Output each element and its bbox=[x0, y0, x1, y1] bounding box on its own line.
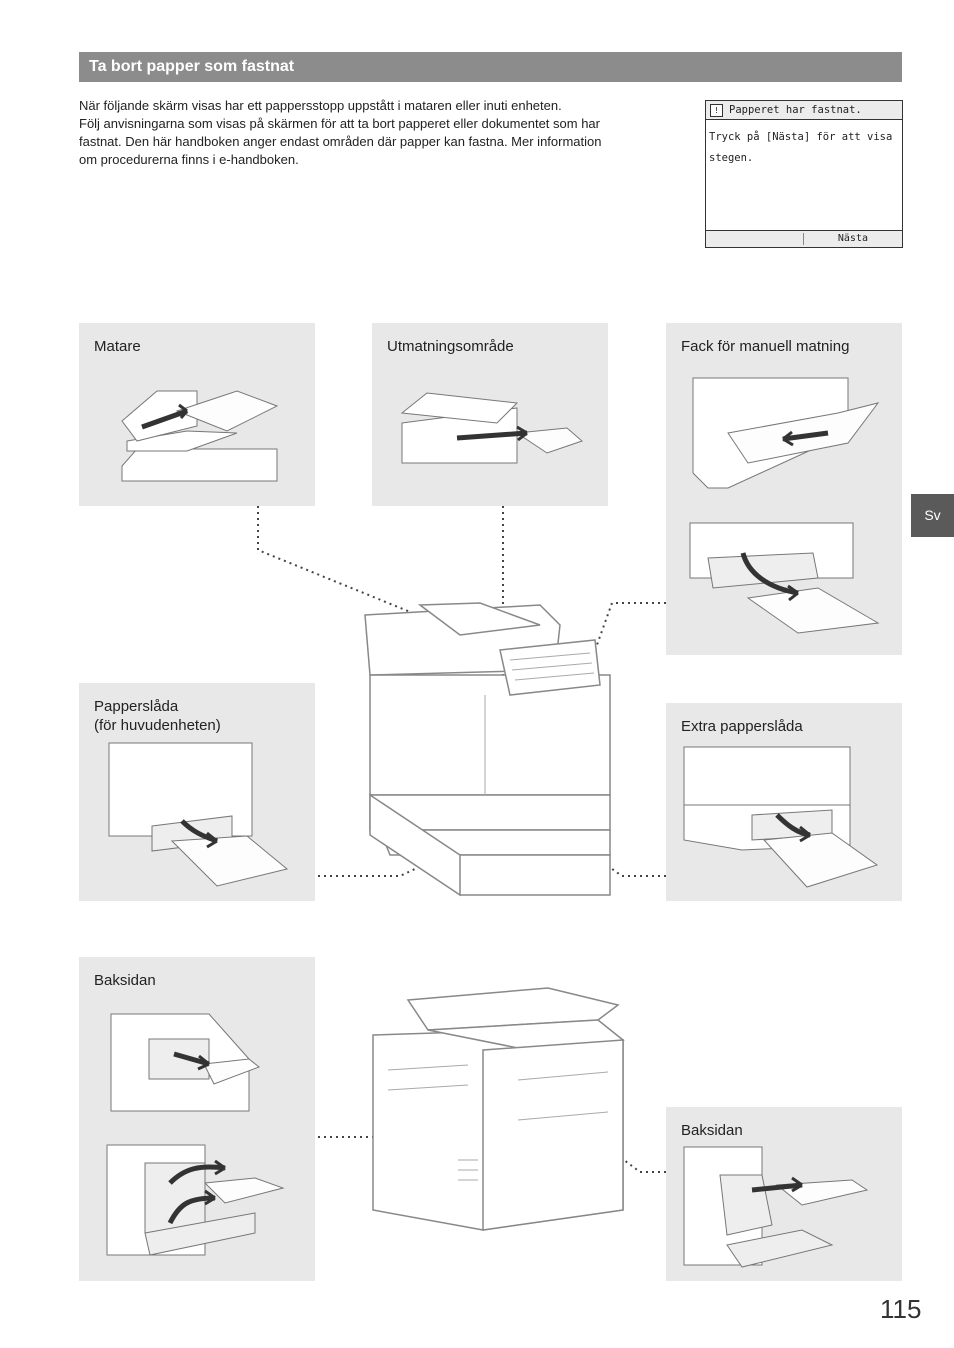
output-illustration bbox=[400, 392, 583, 464]
page-number: 115 bbox=[880, 1294, 922, 1324]
printer-front-illustration bbox=[364, 602, 611, 897]
feeder-illustration bbox=[121, 390, 279, 482]
rear-illustration-1 bbox=[110, 1013, 260, 1112]
lcd-footer: Nästa bbox=[706, 230, 902, 247]
panel-label: Baksidan bbox=[94, 972, 156, 989]
panel-label: Utmatningsområde bbox=[387, 338, 514, 355]
lcd-screen: ! Papperet har fastnat. Tryck på [Nästa]… bbox=[705, 100, 903, 248]
panel-extra: Extra papperslåda bbox=[666, 703, 902, 901]
panel-label: Matare bbox=[94, 338, 141, 355]
printer-rear-illustration bbox=[372, 987, 625, 1231]
warning-icon: ! bbox=[710, 103, 723, 117]
arrow-icon bbox=[167, 1195, 216, 1225]
panel-label-line-2: (för huvudenheten) bbox=[94, 717, 221, 734]
section-header: Ta bort papper som fastnat bbox=[79, 52, 902, 82]
lcd-title: Papperet har fastnat. bbox=[729, 104, 862, 116]
panel-baksidan-left: Baksidan bbox=[79, 957, 315, 1281]
arrow-icon bbox=[751, 1182, 803, 1193]
intro-line-4: om procedurerna finns i e-handboken. bbox=[79, 152, 299, 167]
panel-label: Papperslåda (för huvudenheten) bbox=[94, 697, 221, 735]
panel-label: Extra papperslåda bbox=[681, 718, 803, 735]
panel-utmatning: Utmatningsområde bbox=[372, 323, 608, 506]
intro-line-2: Följ anvisningarna som visas på skärmen … bbox=[79, 116, 600, 131]
panel-label: Baksidan bbox=[681, 1122, 743, 1139]
rear-illustration-3 bbox=[683, 1146, 869, 1268]
next-button[interactable]: Nästa bbox=[837, 233, 868, 244]
arrow-icon bbox=[782, 430, 829, 442]
cassette-illustration bbox=[108, 742, 289, 887]
leader-baksidan-right bbox=[579, 1126, 666, 1173]
panel-matare: Matare bbox=[79, 323, 315, 506]
panel-baksidan-right: Baksidan bbox=[666, 1107, 902, 1281]
arrow-icon bbox=[740, 552, 799, 596]
section-title: Ta bort papper som fastnat bbox=[89, 58, 295, 75]
intro-line-1: När följande skärm visas har ett pappers… bbox=[79, 98, 562, 113]
intro-paragraph: När följande skärm visas har ett pappers… bbox=[79, 97, 679, 169]
language-tab: Sv bbox=[911, 494, 954, 537]
panel-label-line-1: Papperslåda bbox=[94, 698, 179, 715]
arrow-icon bbox=[456, 430, 528, 441]
panel-fack: Fack för manuell matning bbox=[666, 323, 902, 655]
panel-papperslada: Papperslåda (för huvudenheten) bbox=[79, 683, 315, 901]
lcd-line-1: Tryck på [Nästa] för att visa bbox=[709, 131, 893, 143]
intro-line-3: fastnat. Den här handboken anger endast … bbox=[79, 134, 602, 149]
arrow-icon bbox=[141, 408, 188, 430]
arrow-icon bbox=[168, 1164, 226, 1185]
arrow-icon bbox=[173, 1051, 210, 1067]
lcd-title-bar: ! Papperet har fastnat. bbox=[706, 101, 902, 120]
extra-cassette-illustration bbox=[683, 746, 879, 888]
rear-illustration-2 bbox=[106, 1144, 285, 1256]
manual-feed-illustration-2 bbox=[689, 522, 880, 634]
panel-label: Fack för manuell matning bbox=[681, 338, 850, 355]
lcd-line-2: stegen. bbox=[709, 152, 754, 164]
leader-matare bbox=[257, 506, 431, 621]
manual-feed-illustration-1 bbox=[692, 377, 880, 489]
leader-fack bbox=[554, 602, 666, 763]
lcd-divider bbox=[803, 233, 804, 245]
lcd-message: Tryck på [Nästa] för att visa stegen. bbox=[706, 120, 902, 169]
